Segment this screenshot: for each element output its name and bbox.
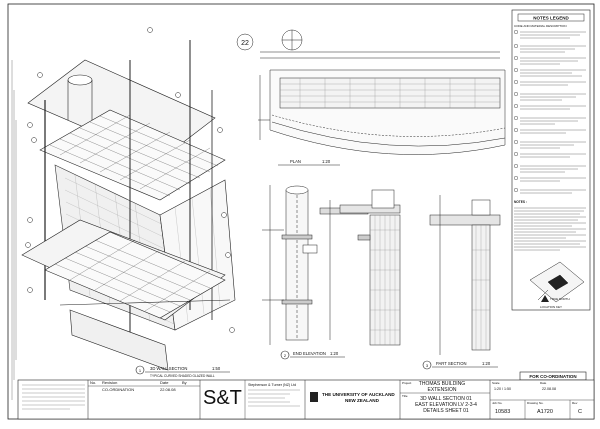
- view-3d-wall-section: [21, 40, 236, 371]
- drawing-title-1: 3D WALL SECTION 01: [420, 396, 472, 402]
- drawing-title-2: EAST ELEVATION LV 2-3-4: [415, 402, 477, 408]
- general-notes-title: NOTES :: [514, 200, 527, 204]
- project-name-1: THOMAS BUILDING: [419, 381, 466, 387]
- svg-text:Title: Title: [402, 394, 408, 398]
- svg-text:PLAN: PLAN: [290, 159, 301, 164]
- practice-logo: S&T: [203, 387, 242, 409]
- drawing-number: A1720: [537, 409, 553, 415]
- svg-text:Scale: Scale: [492, 381, 500, 385]
- notes-legend-title: NOTES LEGEND: [533, 16, 569, 21]
- svg-text:1:20: 1:20: [330, 351, 339, 356]
- svg-text:By: By: [182, 380, 187, 385]
- svg-text:2: 2: [284, 353, 287, 358]
- practice-name: Stephenson & Turner (NZ) Ltd: [248, 383, 296, 387]
- university-country: NEW ZEALAND: [345, 398, 380, 403]
- title-block: No. Revision Date By CO-ORDINATION 22.08…: [17, 379, 595, 420]
- north-arrow: TRUE NORTH: [541, 295, 570, 302]
- date-value: 22.08.08: [542, 387, 556, 391]
- revision-table: No. Revision Date By CO-ORDINATION 22.08…: [88, 380, 200, 392]
- svg-text:Date: Date: [160, 380, 169, 385]
- project-name-2: EXTENSION: [428, 387, 457, 393]
- general-notes-lines: [514, 207, 586, 251]
- drawing-title-3: DETAILS SHEET 01: [423, 408, 469, 414]
- legend-text-lines: [520, 31, 586, 194]
- notes-legend: NOTES LEGEND CODE AND MATERIAL DESCRIPTI…: [511, 9, 591, 311]
- title-block-notes: [22, 384, 85, 410]
- svg-text:Revision: Revision: [102, 380, 117, 385]
- svg-text:No.: No.: [90, 380, 96, 385]
- view-part-section: [429, 195, 501, 355]
- practice-address-lines: [248, 389, 300, 407]
- view-plan: 22: [236, 29, 506, 155]
- svg-text:22.08.08: 22.08.08: [160, 387, 176, 392]
- svg-text:CO-ORDINATION: CO-ORDINATION: [102, 387, 134, 392]
- margin-strip: [11, 60, 17, 400]
- location-key-label: LOCATION KEY: [540, 305, 562, 309]
- svg-text:PART SECTION: PART SECTION: [436, 361, 466, 366]
- svg-text:1:20: 1:20: [482, 361, 491, 366]
- location-key-diagram: [529, 261, 585, 303]
- legend-code-bubbles: [514, 30, 519, 192]
- university-name: THE UNIVERSITY OF AUCKLAND: [322, 392, 395, 397]
- svg-text:Drawing No.: Drawing No.: [527, 401, 544, 405]
- svg-text:1: 1: [139, 368, 142, 373]
- plan-title: PLAN 1:20: [278, 159, 340, 166]
- view1-title: 1 3D WALL SECTION 1:50 TYPICAL CURVED SH…: [135, 365, 230, 378]
- svg-text:Rev: Rev: [572, 401, 578, 405]
- svg-text:END ELEVATION: END ELEVATION: [293, 351, 326, 356]
- svg-text:22: 22: [241, 40, 249, 47]
- scale-value: 1:20 / 1:50: [494, 387, 511, 391]
- status-stamp: FOR CO-ORDINATION: [519, 371, 587, 381]
- svg-text:FOR CO-ORDINATION: FOR CO-ORDINATION: [529, 374, 576, 379]
- svg-text:TRUE NORTH: TRUE NORTH: [550, 297, 570, 301]
- svg-text:Date: Date: [540, 381, 547, 385]
- end-elevation-title: 2 END ELEVATION 1:20: [280, 350, 345, 360]
- svg-text:Job No.: Job No.: [492, 401, 503, 405]
- svg-text:Project: Project: [402, 381, 412, 385]
- svg-text:3D WALL SECTION: 3D WALL SECTION: [150, 366, 187, 371]
- university-crest: [310, 392, 318, 402]
- part-section-title: 3 PART SECTION 1:20: [422, 360, 498, 370]
- svg-text:1:20: 1:20: [322, 159, 331, 164]
- job-number: 10583: [495, 409, 510, 415]
- svg-text:3: 3: [426, 363, 429, 368]
- svg-text:TYPICAL CURVED SHADED GLAZED W: TYPICAL CURVED SHADED GLAZED WALL: [150, 374, 215, 378]
- notes-legend-subtitle: CODE AND MATERIAL DESCRIPTION: [514, 24, 567, 28]
- callouts-view1: [25, 27, 235, 333]
- view-section-screen: [339, 189, 401, 346]
- revision-letter: C: [578, 409, 582, 415]
- svg-text:1:50: 1:50: [212, 366, 221, 371]
